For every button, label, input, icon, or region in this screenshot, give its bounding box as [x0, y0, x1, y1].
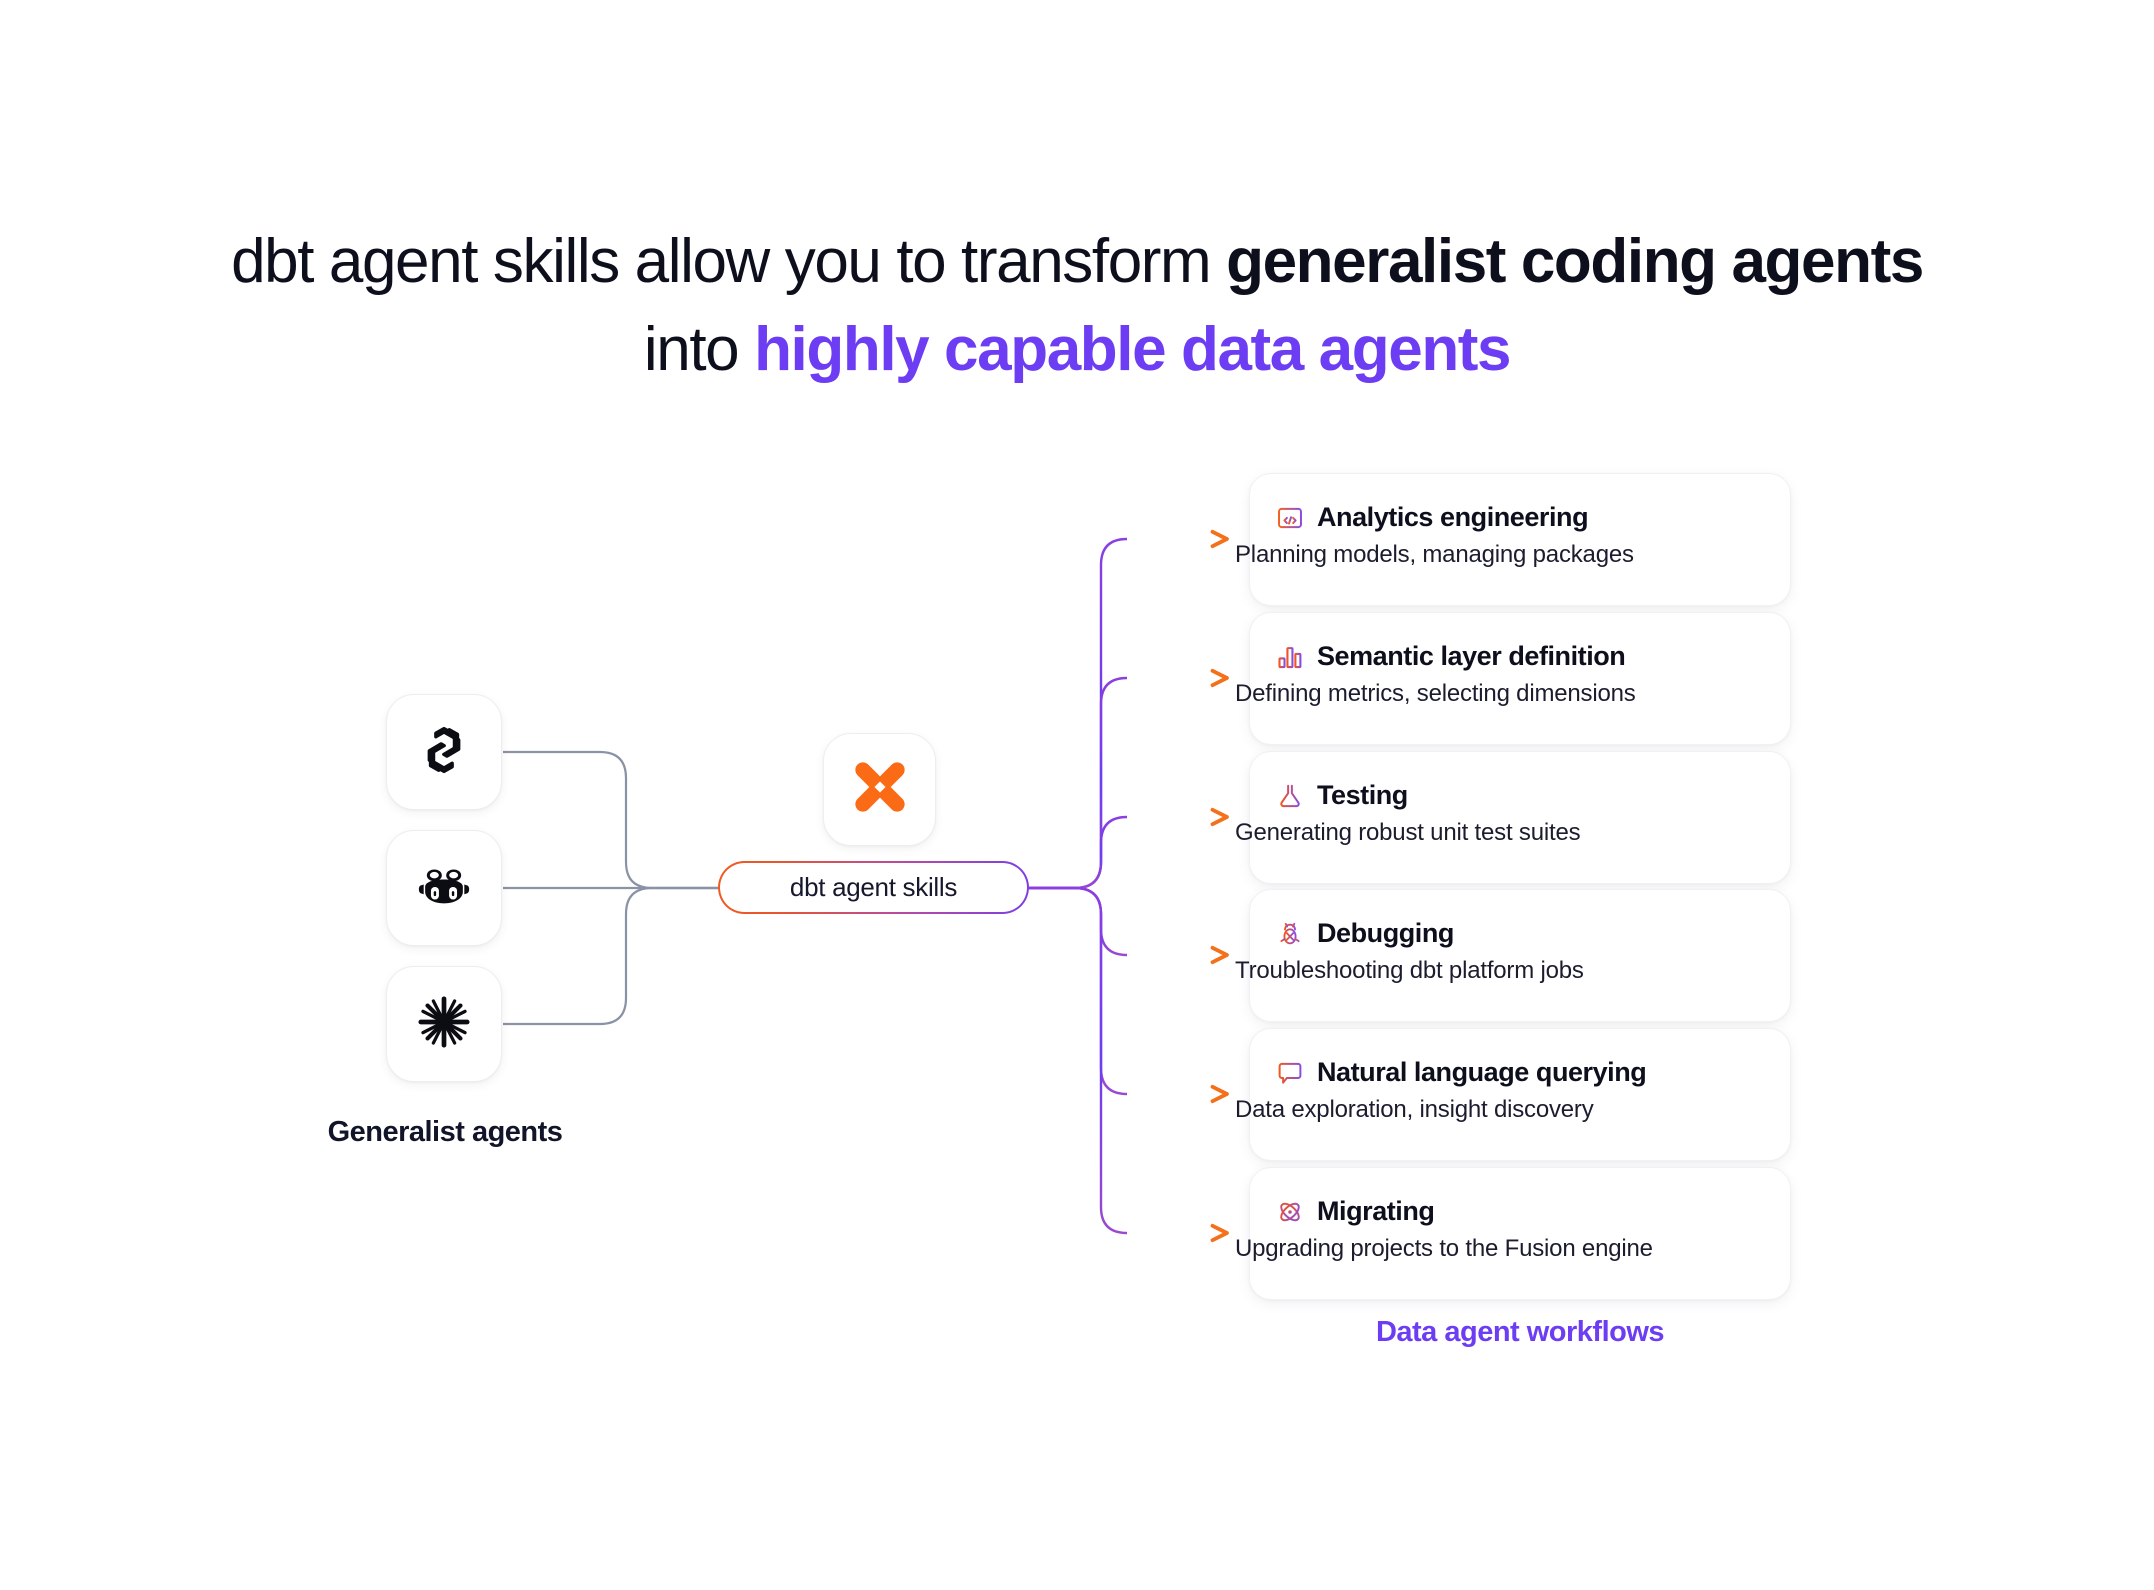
- agent-tile-copilot[interactable]: [386, 830, 502, 946]
- workflow-card-natural-language-querying[interactable]: Natural language querying Data explorati…: [1235, 1028, 1791, 1161]
- bug-icon: [1276, 920, 1304, 948]
- card-title: Testing: [1317, 780, 1408, 810]
- title-line-2: into highly capable data agents: [0, 306, 2154, 394]
- card-title: Natural language querying: [1317, 1057, 1647, 1087]
- card-subtitle: Defining metrics, selecting dimensions: [1235, 680, 1636, 707]
- dbt-logo-tile[interactable]: [823, 733, 936, 846]
- atom-icon: [1276, 1198, 1304, 1226]
- card-subtitle: Generating robust unit test suites: [1235, 819, 1581, 846]
- data-agent-workflows-label: Data agent workflows: [1375, 1316, 1665, 1348]
- copilot-robot-icon: [415, 857, 473, 920]
- dbt-agent-skills-pill[interactable]: dbt agent skills: [718, 861, 1029, 914]
- openai-logo-icon: [415, 721, 473, 784]
- agent-tile-claude[interactable]: [386, 966, 502, 1082]
- title-line-1: dbt agent skills allow you to transform …: [0, 218, 2154, 306]
- card-title: Analytics engineering: [1317, 502, 1589, 532]
- generalist-agents-label: Generalist agents: [327, 1116, 563, 1148]
- bar-chart-icon: [1276, 643, 1304, 671]
- card-title: Debugging: [1317, 918, 1454, 948]
- page-title: dbt agent skills allow you to transform …: [0, 218, 2154, 394]
- flask-icon: [1276, 782, 1304, 810]
- pill-label: dbt agent skills: [720, 863, 1027, 912]
- card-subtitle: Upgrading projects to the Fusion engine: [1235, 1235, 1653, 1262]
- claude-asterisk-icon: [415, 993, 473, 1056]
- workflow-card-migrating[interactable]: Migrating Upgrading projects to the Fusi…: [1235, 1167, 1791, 1300]
- title-bold: generalist coding agents: [1226, 227, 1924, 296]
- chat-bubble-icon: [1276, 1059, 1304, 1087]
- workflow-card-semantic-layer[interactable]: Semantic layer definition Defining metri…: [1235, 612, 1791, 745]
- title-accent: highly capable data agents: [754, 315, 1511, 384]
- code-window-icon: [1276, 504, 1304, 532]
- dbt-logo-icon: [845, 752, 915, 827]
- card-subtitle: Planning models, managing packages: [1235, 541, 1634, 568]
- workflow-card-debugging[interactable]: Debugging Troubleshooting dbt platform j…: [1235, 889, 1791, 1022]
- card-subtitle: Data exploration, insight discovery: [1235, 1096, 1594, 1123]
- card-title: Migrating: [1317, 1196, 1435, 1226]
- agent-tile-openai[interactable]: [386, 694, 502, 810]
- title-plain-2: into: [643, 315, 755, 384]
- workflow-card-analytics-engineering[interactable]: Analytics engineering Planning models, m…: [1235, 473, 1791, 606]
- title-plain-1: dbt agent skills allow you to transform: [231, 227, 1227, 296]
- workflow-card-testing[interactable]: Testing Generating robust unit test suit…: [1235, 751, 1791, 884]
- card-title: Semantic layer definition: [1317, 641, 1626, 671]
- card-subtitle: Troubleshooting dbt platform jobs: [1235, 957, 1584, 984]
